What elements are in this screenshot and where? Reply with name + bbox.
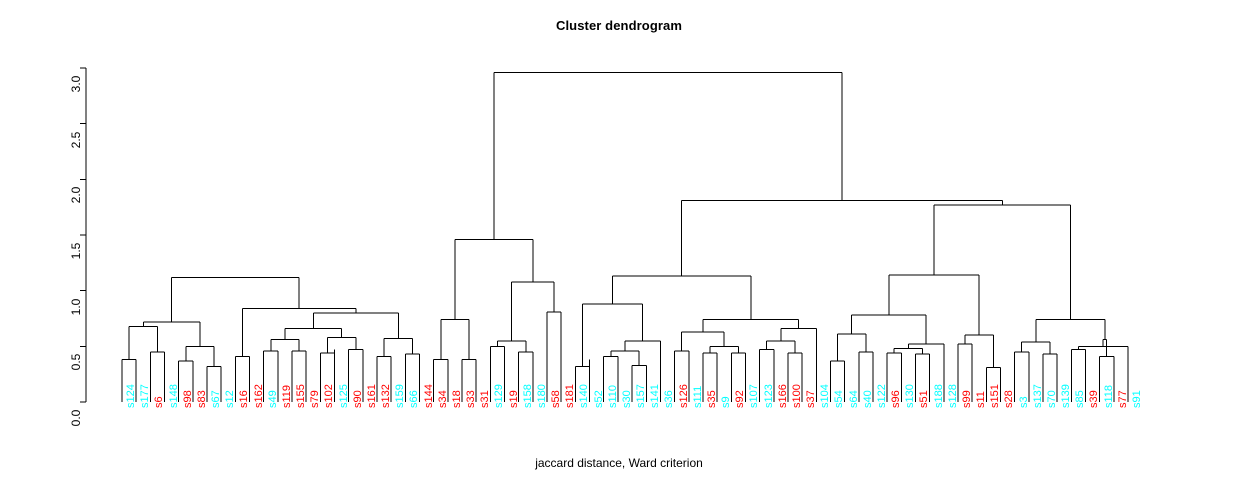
leaf-label-s155: s155 [295,384,308,408]
y-axis-tick-0.0: 0.0 [69,409,83,427]
leaf-label-s126: s126 [677,384,690,408]
leaf-label-s19: s19 [507,390,520,408]
leaf-label-s181: s181 [564,384,577,408]
leaf-label-s102: s102 [323,384,336,408]
leaf-label-s161: s161 [365,384,378,408]
page-title: Cluster dendrogram [555,18,683,33]
leaf-label-s30: s30 [620,390,633,408]
leaf-label-s67: s67 [210,390,222,408]
leaf-label-s132: s132 [380,384,393,408]
leaf-label-s137: s137 [1031,384,1044,408]
leaf-label-s18: s18 [450,390,463,408]
leaf-label-s64: s64 [847,390,860,408]
leaf-label-s157: s157 [635,384,648,408]
leaf-label-s159: s159 [394,384,407,408]
leaf-label-s110: s110 [606,384,619,408]
leaf-label-s34: s34 [436,390,449,408]
leaf-label-s180: s180 [535,384,548,408]
y-axis-tick-0.5: 0.5 [69,353,83,371]
leaf-label-s3: s3 [1017,396,1030,408]
leaf-label-s12: s12 [224,390,237,408]
leaf-label-s144: s144 [422,384,435,408]
leaf-label-s36: s36 [663,390,676,408]
leaf-label-s90: s90 [351,390,364,408]
leaf-label-s107: s107 [748,384,761,408]
leaf-label-s79: s79 [309,390,322,408]
leaf-label-s91: s91 [1131,390,1143,408]
leaf-label-s148: s148 [167,384,180,408]
leaf-label-s6: s6 [153,396,166,408]
y-axis-tick-2.5: 2.5 [69,131,83,148]
x-axis-label: jaccard distance, Ward criterion [535,456,703,470]
leaf-label-s52: s52 [592,390,605,408]
leaf-label-s16: s16 [238,390,251,408]
leaf-label-s66: s66 [408,390,421,408]
leaf-label-s166: s166 [776,384,789,408]
y-axis-tick-1.0: 1.0 [69,298,83,315]
leaf-label-s162: s162 [252,384,265,408]
leaf-label-s96: s96 [890,390,903,408]
leaf-label-s111: s111 [691,385,704,408]
leaf-label-s51: s51 [918,390,931,408]
leaf-label-s92: s92 [734,390,747,408]
leaf-label-s141: s141 [649,384,662,408]
leaf-label-s70: s70 [1045,390,1058,408]
leaf-label-s99: s99 [960,390,973,408]
leaf-label-s140: s140 [578,384,591,408]
leaf-label-s177: s177 [139,384,152,408]
leaf-label-s118: s118 [1102,384,1115,408]
y-axis-tick-2.0: 2.0 [69,186,83,204]
leaf-label-s58: s58 [550,390,563,408]
leaf-label-s11: s11 [975,391,988,408]
leaf-label-s35: s35 [705,390,718,408]
leaf-label-s77: s77 [1116,390,1129,408]
y-axis [80,67,87,403]
leaf-label-s28: s28 [1003,390,1016,408]
leaf-label-s37: s37 [805,390,818,408]
leaf-label-s33: s33 [465,390,478,408]
y-axis-tick-3.0: 3.0 [69,75,83,93]
leaf-label-s151: s151 [989,384,1002,408]
leaf-label-s139: s139 [1060,384,1073,408]
leaf-label-s125: s125 [337,384,350,408]
leaf-label-s39: s39 [1088,390,1101,408]
leaf-label-s129: s129 [493,384,506,408]
leaf-label-s123: s123 [762,384,775,408]
leaf-label-s188: s188 [932,384,945,408]
leaf-label-s122: s122 [875,384,888,408]
leaf-label-s31: s31 [479,390,492,408]
leaf-label-s104: s104 [819,384,832,408]
leaf-label-s128: s128 [946,384,959,408]
leaf-label-s158: s158 [521,384,534,408]
dendrogram-tree [121,71,1129,402]
leaf-label-s9: s9 [720,396,733,408]
leaf-label-s83: s83 [195,390,208,408]
y-axis-tick-1.5: 1.5 [69,242,83,260]
leaf-label-s100: s100 [790,384,803,408]
leaf-label-s124: s124 [125,384,137,408]
leaf-label-s49: s49 [266,390,279,408]
leaf-label-s119: s119 [280,384,293,408]
leaf-label-s40: s40 [861,390,874,408]
leaf-label-s98: s98 [181,390,194,408]
leaf-label-s54: s54 [833,390,846,408]
leaf-label-s130: s130 [904,384,917,408]
leaf-label-s85: s85 [1074,390,1087,408]
